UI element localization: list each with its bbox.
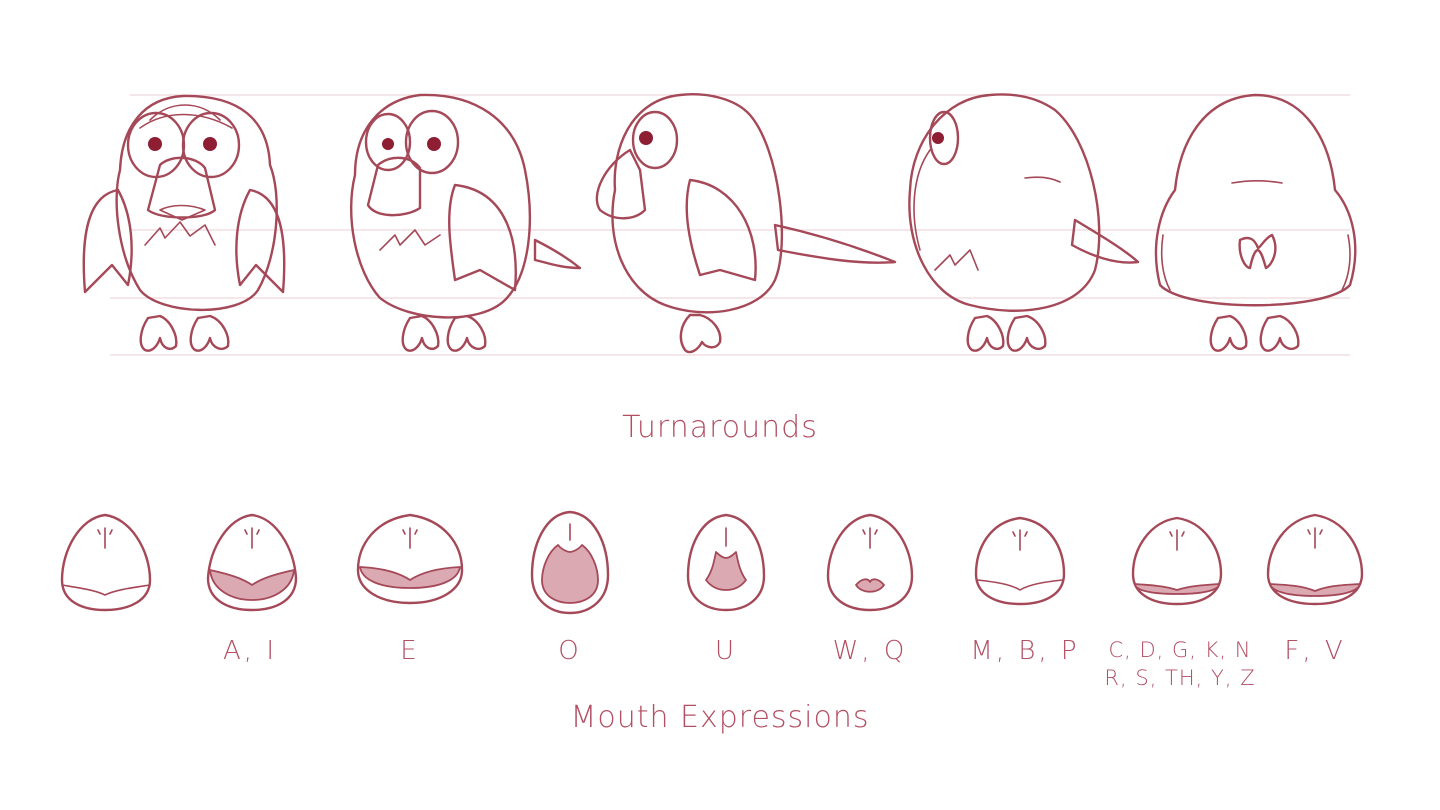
three-quarter-front-left-pupil — [382, 138, 394, 150]
side-pupil — [639, 131, 653, 145]
front-right-foot — [189, 314, 230, 352]
phoneme-label-e: E — [400, 636, 420, 666]
three-quarter-back-body-outline — [908, 93, 1101, 312]
mouth-shape-u — [686, 513, 766, 612]
three-quarter-back-pupil — [932, 132, 944, 144]
mouth-expressions-title: Mouth Expressions — [570, 700, 870, 735]
three-quarter-front-wing — [448, 183, 517, 292]
front-beak — [146, 156, 217, 219]
three-quarter-back-back-mark — [1024, 176, 1061, 183]
three-quarter-front-tail — [533, 238, 582, 270]
three-quarter-back-right-foot — [1006, 314, 1047, 352]
three-quarter-back-feathers — [934, 249, 979, 271]
three-quarter-front-right-eye — [404, 109, 460, 175]
mouth-shapes — [60, 510, 1364, 615]
mouth-shape-m-b-p — [974, 516, 1066, 606]
three-quarter-back-tail — [1070, 218, 1140, 264]
back-wing-edges — [1160, 234, 1351, 291]
three-quarter-front-right-pupil — [427, 137, 441, 151]
front-beak-mouth — [159, 204, 206, 221]
side-body-outline — [611, 93, 784, 314]
front-right-wing — [235, 188, 286, 294]
turnarounds-title: Turnarounds — [622, 410, 818, 445]
bird-back-view — [1154, 93, 1357, 352]
front-right-eye — [181, 111, 241, 179]
side-wing — [685, 178, 757, 282]
three-quarter-back-face-edge — [913, 149, 931, 251]
bird-side-view — [595, 93, 897, 354]
mouth-shape-c-d-g-k-n — [1131, 516, 1223, 606]
bird-front-view — [82, 94, 286, 352]
three-quarter-front-body-outline — [349, 93, 532, 319]
mouth-shape-e — [356, 513, 464, 605]
phoneme-label-a-i: A, I — [223, 636, 277, 666]
phoneme-label-c-d-g-k-n-r-s-th-y-z: C, D, G, K, N R, S, TH, Y, Z — [1104, 638, 1256, 690]
side-beak — [595, 148, 647, 220]
phoneme-label-o: O — [558, 636, 582, 666]
mouth-shape-f-v — [1266, 513, 1364, 606]
back-left-foot — [1209, 314, 1248, 352]
guide-lines — [110, 94, 1350, 356]
three-quarter-front-left-foot — [401, 314, 440, 352]
front-brow-marks — [139, 104, 233, 129]
front-left-wing — [82, 188, 133, 294]
phoneme-label-m-b-p: M, B, P — [970, 636, 1080, 666]
three-quarter-front-beak — [366, 156, 422, 217]
front-chest-feathers — [144, 221, 216, 246]
front-right-pupil — [203, 137, 217, 151]
mouth-shape-a-i — [206, 513, 298, 612]
back-tail — [1238, 233, 1277, 270]
mouth-shape-w-q — [826, 513, 914, 612]
three-quarter-back-left-foot — [966, 314, 1005, 352]
three-quarter-front-left-eye — [364, 112, 412, 172]
phoneme-label-w-q: W, Q — [832, 636, 908, 666]
three-quarter-front-right-foot — [446, 314, 487, 352]
bird-three-quarter-back-view — [908, 93, 1140, 352]
mouth-shape-o — [530, 510, 610, 615]
back-back-mark — [1231, 179, 1283, 184]
front-body-outline — [115, 94, 278, 312]
mouth-shape-neutral — [60, 513, 152, 612]
side-eye — [631, 110, 679, 170]
side-tail — [773, 223, 897, 264]
phoneme-label-f-v: F, V — [1284, 636, 1346, 666]
back-right-foot — [1259, 314, 1300, 352]
side-foot — [679, 313, 722, 354]
bird-three-quarter-front-view — [349, 93, 582, 352]
back-body-outline — [1154, 93, 1357, 307]
front-left-pupil — [148, 137, 162, 151]
three-quarter-back-eye — [928, 110, 960, 166]
front-left-foot — [139, 314, 178, 352]
three-quarter-front-chest-feathers — [379, 229, 441, 251]
phoneme-label-u: U — [714, 636, 738, 666]
